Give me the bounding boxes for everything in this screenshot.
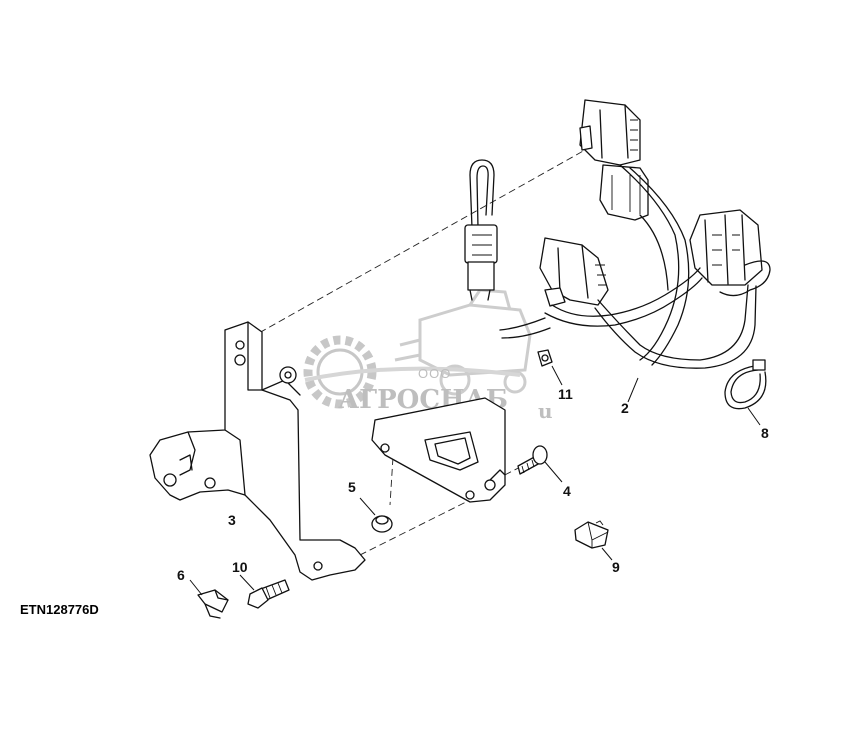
callout-11: 11 <box>558 386 573 402</box>
connector-11 <box>537 349 563 386</box>
bolt-10 <box>239 574 290 609</box>
callout-10: 10 <box>232 559 248 575</box>
control-unit-plate <box>371 397 506 503</box>
nut-5 <box>359 497 393 533</box>
harvester-icon <box>394 288 532 396</box>
clip-6 <box>189 579 229 619</box>
callout-3: 3 <box>228 512 236 528</box>
watermark-suffix: u <box>538 399 553 423</box>
connector-middle <box>539 237 609 307</box>
wiring-harness <box>464 99 771 403</box>
callout-5: 5 <box>348 479 356 495</box>
watermark-logo: ООО АГРОСНАБ u <box>303 288 553 423</box>
callout-6: 6 <box>177 567 185 583</box>
figure-id: ETN128776D <box>20 602 99 617</box>
cable-tie-8 <box>724 359 767 426</box>
fuse-9 <box>574 520 613 561</box>
callout-2: 2 <box>621 400 629 416</box>
connector-right <box>689 209 771 297</box>
mounting-bracket <box>149 321 366 581</box>
callout-4: 4 <box>563 483 571 499</box>
bolt-4 <box>517 445 563 483</box>
callouts: 2 3 4 5 6 8 9 10 11 <box>177 386 769 583</box>
callout-8: 8 <box>761 425 769 441</box>
watermark-prefix: ООО <box>418 366 451 381</box>
callout-9: 9 <box>612 559 620 575</box>
connector-top <box>579 99 649 221</box>
